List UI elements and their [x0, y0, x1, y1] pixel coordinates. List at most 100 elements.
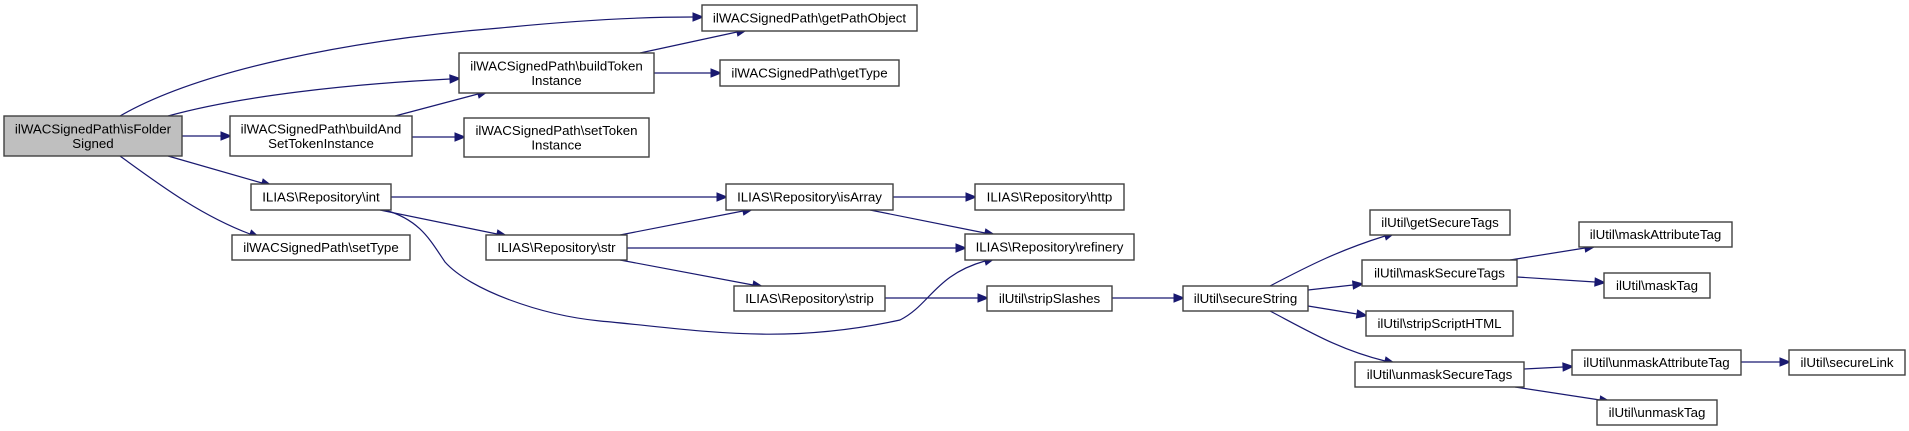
edge-unmaskSecureTags-to-unmaskTag [1514, 386, 1612, 405]
node-secureLink[interactable]: ilUtil\secureLink [1788, 349, 1906, 376]
edge-secureString-to-maskSecureTags [1307, 280, 1365, 291]
edge-repoInt-to-repoStr [379, 209, 509, 239]
node-box [964, 233, 1135, 261]
arrowhead-icon [1562, 362, 1575, 372]
node-label: Instance [531, 73, 581, 88]
edge-isArray-to-http [893, 192, 978, 202]
edge-line [119, 155, 251, 235]
arrowhead-icon [454, 132, 467, 142]
node-label: ILIAS\Repository\isArray [737, 190, 882, 205]
node-label: ilUtil\getSecureTags [1381, 215, 1499, 230]
node-isArray[interactable]: ILIAS\Repository\isArray [725, 183, 894, 211]
edge-line [1307, 305, 1358, 315]
node-label: ilUtil\maskAttributeTag [1590, 227, 1722, 242]
node-label: ilUtil\secureString [1194, 291, 1297, 306]
arrowhead-icon [1173, 293, 1186, 303]
edge-isFolderSigned-to-buildTokenInstance [167, 74, 462, 117]
arrowhead-icon [1355, 309, 1369, 319]
node-stripScriptHTML[interactable]: ilUtil\stripScriptHTML [1365, 310, 1514, 337]
edge-line [167, 155, 263, 184]
node-getSecureTags[interactable]: ilUtil\getSecureTags [1369, 209, 1511, 236]
node-box [733, 285, 886, 312]
node-box [250, 183, 392, 211]
node-unmaskAttributeTag[interactable]: ilUtil\unmaskAttributeTag [1571, 349, 1742, 376]
node-secureString[interactable]: ilUtil\secureString [1182, 285, 1309, 312]
node-label: ilWACSignedPath\isFolder [15, 121, 172, 136]
node-unmaskTag[interactable]: ilUtil\unmaskTag [1596, 399, 1718, 426]
node-repoInt[interactable]: ILIAS\Repository\int [250, 183, 392, 211]
edge-maskSecureTags-to-maskTag [1516, 276, 1607, 287]
arrowhead-icon [1594, 277, 1607, 287]
edge-line [1509, 247, 1586, 261]
node-box [974, 183, 1125, 211]
edge-line [379, 209, 498, 235]
edge-secureString-to-stripScriptHTML [1307, 305, 1369, 319]
node-box [1369, 209, 1511, 236]
node-repoStr[interactable]: ILIAS\Repository\str [485, 234, 628, 261]
node-label: Signed [72, 136, 113, 151]
node-box [1603, 272, 1711, 299]
edge-line [1269, 310, 1386, 362]
edge-stripSlashes-to-secureString [1112, 293, 1186, 303]
edge-line [394, 93, 479, 117]
node-box [701, 4, 918, 32]
edge-line [1307, 284, 1354, 291]
node-setType[interactable]: ilWACSignedPath\setType [231, 234, 411, 261]
edge-line [384, 209, 986, 335]
node-label: ilWACSignedPath\buildAnd [241, 121, 402, 136]
node-label: ilWACSignedPath\getType [731, 66, 887, 81]
node-maskSecureTags[interactable]: ilUtil\maskSecureTags [1361, 259, 1518, 287]
node-label: ILIAS\Repository\refinery [976, 240, 1124, 255]
node-label: ILIAS\Repository\int [262, 190, 380, 205]
edge-strip-to-stripSlashes [885, 293, 990, 303]
node-label: ilUtil\secureLink [1800, 355, 1893, 370]
edge-line [639, 31, 738, 54]
node-box [1182, 285, 1309, 312]
node-label: ilUtil\maskTag [1616, 278, 1698, 293]
edge-line [119, 16, 694, 117]
nodes-layer: ilWACSignedPath\isFolderSignedilWACSigne… [3, 4, 1906, 426]
edge-line [869, 209, 986, 234]
node-label: ilWACSignedPath\setToken [475, 123, 637, 138]
node-label: ilUtil\maskSecureTags [1374, 266, 1505, 281]
arrowhead-icon [977, 293, 990, 303]
node-label: ILIAS\Repository\http [987, 190, 1113, 205]
node-strip[interactable]: ILIAS\Repository\strip [733, 285, 886, 312]
edge-repoStr-to-strip [619, 259, 765, 290]
arrowhead-icon [1779, 357, 1792, 367]
node-box [1571, 349, 1742, 376]
edge-unmaskSecureTags-to-unmaskAttributeTag [1523, 362, 1575, 372]
node-getPathObject[interactable]: ilWACSignedPath\getPathObject [701, 4, 918, 32]
node-maskTag[interactable]: ilUtil\maskTag [1603, 272, 1711, 299]
node-label: ilUtil\unmaskTag [1609, 405, 1706, 420]
edge-buildAndSetTokenInstance-to-setTokenInstance [412, 132, 467, 142]
edge-line [167, 78, 451, 117]
arrowhead-icon [955, 243, 968, 253]
node-label: ILIAS\Repository\strip [745, 291, 874, 306]
node-maskAttributeTag[interactable]: ilUtil\maskAttributeTag [1578, 221, 1733, 248]
node-box [229, 115, 413, 157]
node-label: ilUtil\unmaskSecureTags [1367, 367, 1513, 382]
edge-repoInt-to-refinery [384, 209, 996, 335]
node-label: ILIAS\Repository\str [497, 240, 616, 255]
node-box [463, 117, 650, 158]
node-label: ilUtil\stripSlashes [999, 291, 1101, 306]
edge-line [619, 210, 744, 236]
arrowhead-icon [692, 12, 705, 22]
node-stripSlashes[interactable]: ilUtil\stripSlashes [986, 285, 1113, 312]
node-refinery[interactable]: ILIAS\Repository\refinery [964, 233, 1135, 261]
node-label: ilWACSignedPath\buildToken [470, 58, 642, 73]
edge-isArray-to-refinery [869, 209, 997, 238]
node-http[interactable]: ILIAS\Repository\http [974, 183, 1125, 211]
node-getType[interactable]: ilWACSignedPath\getType [719, 59, 900, 87]
node-unmaskSecureTags[interactable]: ilUtil\unmaskSecureTags [1354, 361, 1525, 388]
arrowhead-icon [965, 192, 978, 202]
arrowhead-icon [220, 131, 233, 141]
edge-line [1269, 235, 1386, 287]
node-box [719, 59, 900, 87]
node-box [1596, 399, 1718, 426]
